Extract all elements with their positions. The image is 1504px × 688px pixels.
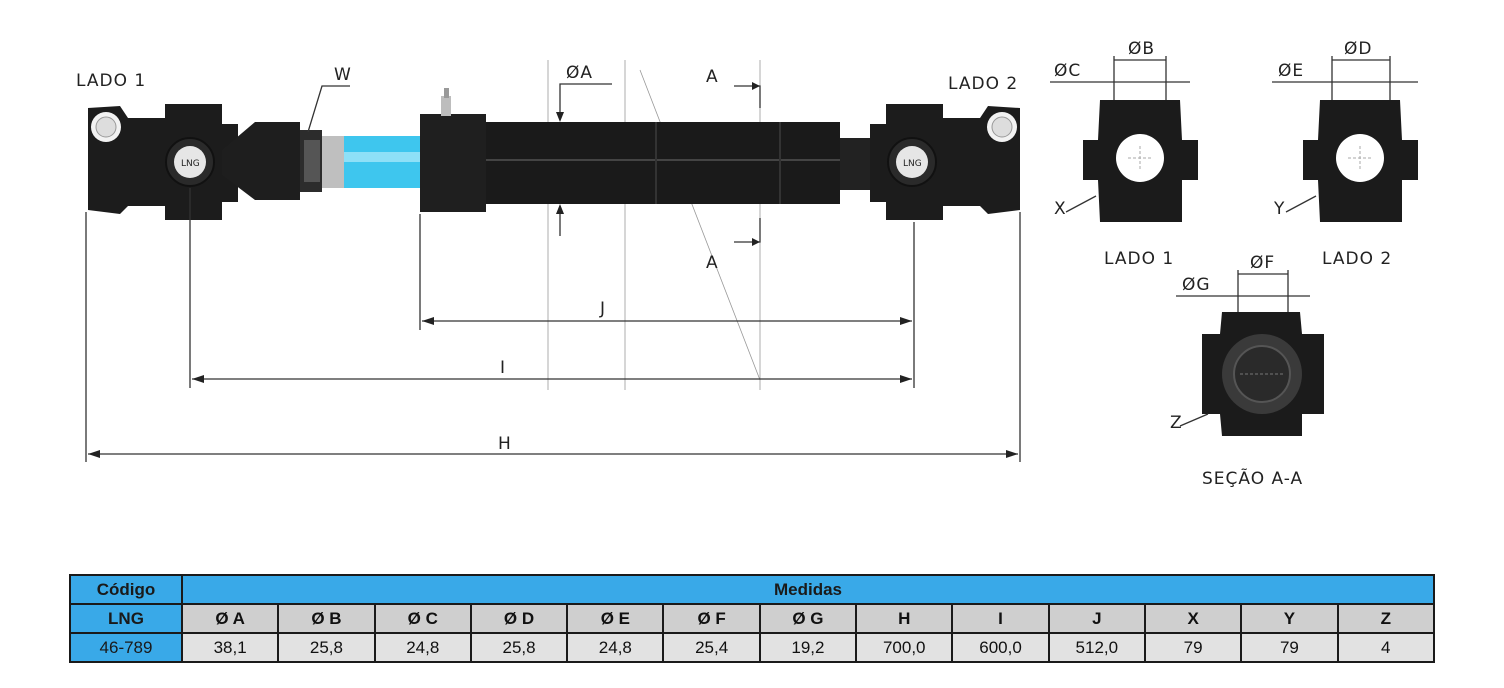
dim-i-label: I [500, 358, 506, 378]
view2-caption: LADO 2 [1322, 249, 1392, 269]
phiE-label: ØE [1278, 61, 1304, 81]
column-header: Ø A [180, 603, 280, 634]
value-cell: 79 [1240, 632, 1339, 663]
column-header: Ø G [758, 603, 858, 634]
section-aa-view [1202, 312, 1324, 436]
brand-cell: LNG [69, 603, 183, 634]
phiB-label: ØB [1128, 39, 1155, 59]
column-header: J [1047, 603, 1146, 634]
yoke-right [870, 104, 1020, 220]
inner-tube [222, 122, 420, 200]
w-label: W [334, 65, 352, 85]
phiF-label: ØF [1250, 253, 1275, 273]
column-header: Y [1240, 603, 1339, 634]
end-view-side2 [1303, 100, 1418, 222]
table-row: 46-789 38,1 25,8 24,8 25,8 24,8 25,4 19,… [69, 632, 1436, 663]
value-cell: 4 [1336, 632, 1436, 663]
column-header: Ø F [662, 603, 761, 634]
z-label: Z [1170, 413, 1183, 433]
section-mark-bottom: A [706, 253, 719, 273]
value-cell: 24,8 [566, 632, 665, 663]
column-header: X [1143, 603, 1243, 634]
phiD-label: ØD [1344, 39, 1372, 59]
code-cell: 46-789 [69, 632, 183, 663]
value-cell: 19,2 [758, 632, 858, 663]
value-cell: 25,8 [277, 632, 376, 663]
column-header: H [855, 603, 954, 634]
phiC-label: ØC [1054, 61, 1081, 81]
table-header-row: Código Medidas [69, 574, 1435, 605]
yoke-left [88, 104, 238, 220]
value-cell: 512,0 [1047, 632, 1146, 663]
column-header: Ø C [373, 603, 472, 634]
outer-tube [420, 88, 890, 212]
section-mark-top: A [706, 67, 719, 87]
column-header: I [951, 603, 1050, 634]
value-cell: 25,4 [662, 632, 761, 663]
side2-label: LADO 2 [948, 74, 1018, 94]
value-cell: 24,8 [373, 632, 472, 663]
end-view-side1 [1083, 100, 1198, 222]
dim-j-label: J [599, 299, 606, 319]
spec-table: Código Medidas LNG Ø A Ø B Ø C Ø D Ø E Ø… [69, 574, 1436, 663]
hub-mark-left: LNG [181, 159, 200, 169]
value-cell: 600,0 [951, 632, 1050, 663]
value-cell: 25,8 [469, 632, 569, 663]
side1-label: LADO 1 [76, 71, 146, 91]
measures-header: Medidas [181, 574, 1435, 605]
phiA-label: ØA [566, 63, 593, 83]
x-label: X [1054, 199, 1067, 219]
phiG-label: ØG [1182, 275, 1211, 295]
value-cell: 79 [1143, 632, 1243, 663]
hub-mark-right: LNG [903, 159, 922, 169]
code-header: Código [69, 574, 183, 605]
column-header: Ø E [566, 603, 665, 634]
value-cell: 38,1 [180, 632, 280, 663]
table-columns-row: LNG Ø A Ø B Ø C Ø D Ø E Ø F Ø G H I J X … [69, 603, 1436, 634]
view1-caption: LADO 1 [1104, 249, 1174, 269]
value-cell: 700,0 [855, 632, 954, 663]
column-header: Ø B [277, 603, 376, 634]
dim-h-label: H [498, 434, 512, 454]
section-caption: SEÇÃO A-A [1202, 467, 1303, 489]
construction-lines [547, 60, 761, 390]
y-label: Y [1273, 199, 1285, 219]
column-header: Ø D [469, 603, 569, 634]
technical-drawing: LNG LNG LADO 1 LADO 2 W ØA A [76, 39, 1418, 489]
column-header: Z [1336, 603, 1436, 634]
